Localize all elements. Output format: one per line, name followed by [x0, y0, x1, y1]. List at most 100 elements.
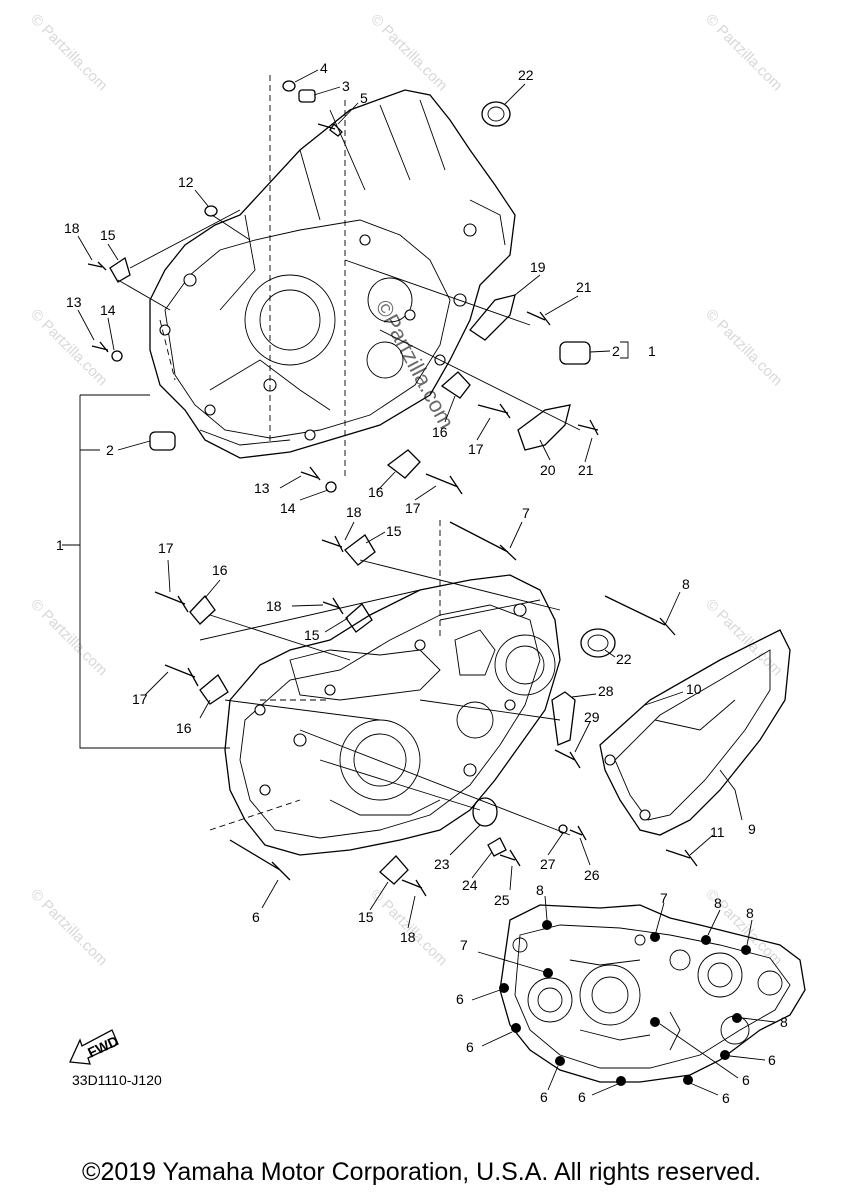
- callout-17: 17: [158, 540, 174, 556]
- bolt-17a: [477, 403, 511, 419]
- bolt-8: [604, 595, 676, 636]
- callout-6: 6: [742, 1072, 750, 1088]
- bolt-25: [499, 849, 521, 867]
- bolt-13b: [300, 466, 321, 481]
- dowel-12: [204, 205, 218, 217]
- watermark: © Partzilla.com: [27, 886, 110, 969]
- callout-6: 6: [466, 1039, 474, 1055]
- watermark: © Partzilla.com: [27, 596, 110, 679]
- callout-8: 8: [780, 1014, 788, 1030]
- bolt-21b: [577, 419, 599, 436]
- leader-lines: [77, 69, 743, 929]
- callout-6: 6: [540, 1089, 548, 1105]
- collar-2a: [149, 431, 176, 451]
- callout-18: 18: [400, 929, 416, 945]
- bolt-13: [91, 341, 109, 353]
- callout-7: 7: [660, 890, 668, 906]
- callout-16: 16: [432, 424, 448, 440]
- alignment-lines: [117, 75, 581, 836]
- callout-17: 17: [468, 441, 484, 457]
- callout-8: 8: [746, 905, 754, 921]
- callout-20: 20: [540, 462, 556, 478]
- plate-20: [517, 404, 571, 451]
- watermark: © Partzilla.com: [702, 306, 785, 389]
- plate-15: [109, 256, 131, 283]
- callout-28: 28: [598, 683, 614, 699]
- callout-17: 17: [405, 500, 421, 516]
- oil-seal-23: [472, 797, 498, 827]
- callout-17: 17: [132, 691, 148, 707]
- callout-12: 12: [178, 174, 194, 190]
- callout-15: 15: [358, 909, 374, 925]
- callout-13: 13: [66, 294, 82, 310]
- callout-11: 11: [710, 824, 725, 840]
- bolt-18c: [322, 597, 344, 615]
- callout-16: 16: [176, 720, 192, 736]
- sprocket-cover: [599, 629, 791, 836]
- callout-23: 23: [434, 856, 450, 872]
- callout-2: 2: [106, 442, 114, 458]
- callout-6: 6: [578, 1089, 586, 1105]
- plate-16d: [199, 674, 229, 705]
- callout-7: 7: [460, 937, 468, 953]
- plate-15d: [379, 855, 409, 885]
- bolt-6: [229, 839, 291, 881]
- o-ring-4: [282, 80, 296, 92]
- callout-1: 1: [648, 343, 656, 359]
- hardware: [87, 80, 698, 897]
- callout-16: 16: [212, 562, 228, 578]
- callout-18: 18: [266, 598, 282, 614]
- fwd-label: FWD: [85, 1033, 121, 1061]
- callout-6: 6: [456, 991, 464, 1007]
- watermark-layer: © Partzilla.com © Partzilla.com © Partzi…: [27, 11, 785, 969]
- plate-16a: [440, 371, 471, 399]
- washer-14b: [325, 481, 337, 493]
- callout-2: 2: [612, 343, 620, 359]
- bolt-17b: [425, 473, 463, 495]
- callout-14: 14: [100, 302, 116, 318]
- callout-5: 5: [360, 90, 368, 106]
- crankcase-left-half: [149, 89, 516, 459]
- watermark: © Partzilla.com: [367, 886, 450, 969]
- callout-22: 22: [616, 651, 632, 667]
- callout-labels: 4 3 5 22 12 18 15 19 21 13 14 2 1 16 17 …: [56, 60, 788, 1106]
- crankcase-right-half: [224, 574, 561, 856]
- plate-15c: [345, 603, 373, 633]
- bolt-26: [569, 825, 587, 841]
- plate-16b: [386, 449, 421, 479]
- callout-8: 8: [714, 895, 722, 911]
- copyright-notice: ©2019 Yamaha Motor Corporation, U.S.A. A…: [82, 1158, 761, 1186]
- bolt-11: [665, 849, 698, 867]
- callout-3: 3: [342, 78, 350, 94]
- clip-28: [551, 691, 576, 746]
- callout-26: 26: [584, 867, 600, 883]
- watermark: © Partzilla.com: [27, 11, 110, 94]
- callout-27: 27: [540, 856, 556, 872]
- bolt-location-map: [471, 895, 806, 1096]
- callout-4: 4: [320, 60, 328, 76]
- callout-24: 24: [462, 877, 478, 893]
- bolt-21a: [526, 311, 551, 326]
- callout-9: 9: [748, 821, 756, 837]
- oil-seal-22: [481, 101, 511, 127]
- callout-6: 6: [768, 1052, 776, 1068]
- callout-25: 25: [494, 892, 510, 908]
- bolt-18: [87, 261, 107, 271]
- bolt-5: [317, 122, 343, 137]
- callout-22: 22: [518, 67, 534, 83]
- callout-10: 10: [686, 681, 702, 697]
- watermark: © Partzilla.com: [702, 596, 785, 679]
- bolt-29: [554, 749, 581, 769]
- callout-21: 21: [576, 279, 592, 295]
- callout-8: 8: [536, 882, 544, 898]
- watermark: © Partzilla.com: [367, 11, 450, 94]
- callout-6: 6: [722, 1090, 730, 1106]
- callout-15: 15: [386, 523, 402, 539]
- callout-18: 18: [346, 504, 362, 520]
- callout-15: 15: [304, 627, 320, 643]
- watermark: © Partzilla.com: [702, 11, 785, 94]
- plate-19: [469, 294, 516, 341]
- callout-13: 13: [254, 480, 270, 496]
- bolt-17d: [164, 664, 199, 687]
